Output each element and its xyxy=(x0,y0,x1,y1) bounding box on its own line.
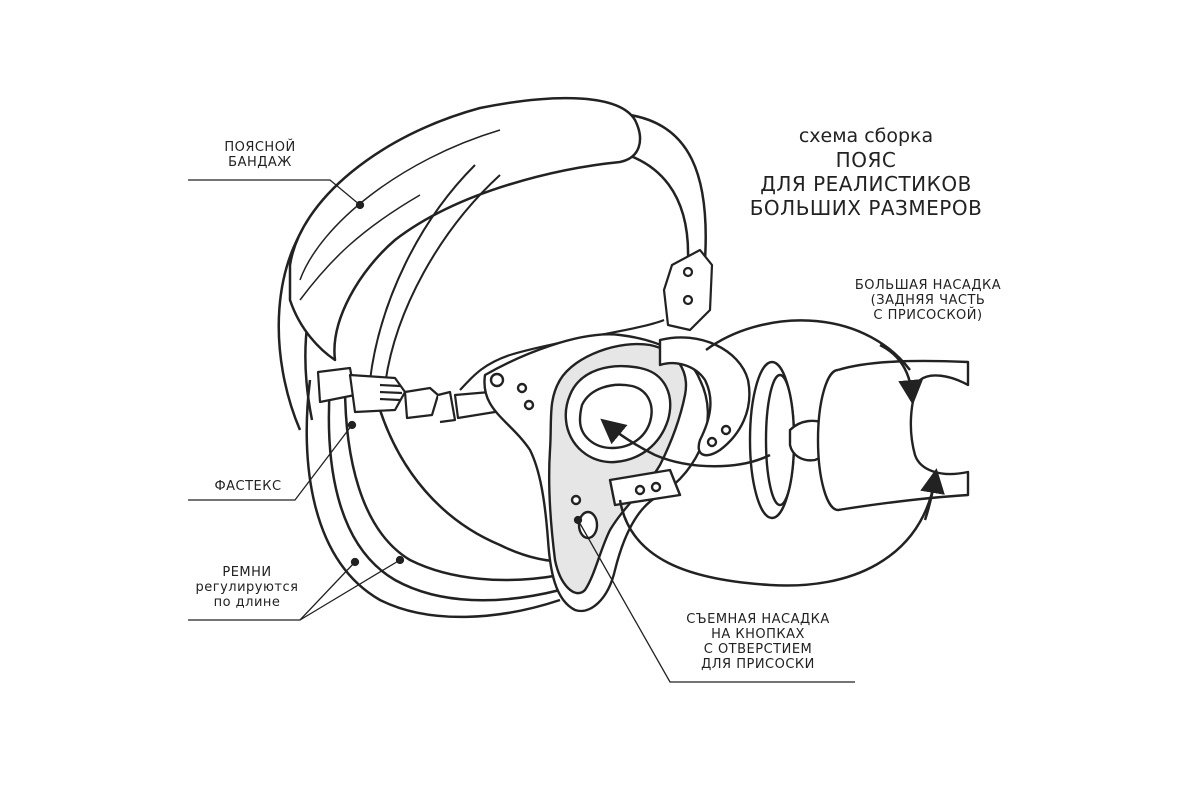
label-straps-line-3: по длине xyxy=(213,595,281,610)
label-removable-attachment: СЪЕМНАЯ НАСАДКА НА КНОПКАХ С ОТВЕРСТИЕМ … xyxy=(658,612,858,672)
label-large-attachment-line-2: (ЗАДНЯЯ ЧАСТЬ xyxy=(870,293,986,308)
label-removable-attachment-line-1: СЪЕМНАЯ НАСАДКА xyxy=(686,612,830,627)
label-fastex: ФАСТЕКС xyxy=(198,479,298,494)
label-large-attachment: БОЛЬШАЯ НАСАДКА (ЗАДНЯЯ ЧАСТЬ С ПРИСОСКО… xyxy=(818,278,1038,323)
diagram-title-line-2: ДЛЯ РЕАЛИСТИКОВ xyxy=(760,172,972,196)
label-straps: РЕМНИ регулируются по длине xyxy=(192,565,302,610)
label-large-attachment-line-3: С ПРИСОСКОЙ) xyxy=(873,308,983,323)
label-removable-attachment-line-2: НА КНОПКАХ xyxy=(711,627,805,642)
label-straps-line-1: РЕМНИ xyxy=(222,565,272,580)
diagram-title-line-1: ПОЯС xyxy=(835,148,897,172)
label-waist-bandage-line-2: БАНДАЖ xyxy=(228,155,292,170)
label-fastex-line-1: ФАСТЕКС xyxy=(214,479,282,494)
diagram-subtitle: схема сборка xyxy=(798,125,934,147)
label-waist-bandage-line-1: ПОЯСНОЙ xyxy=(224,140,296,155)
label-large-attachment-line-1: БОЛЬШАЯ НАСАДКА xyxy=(854,278,1002,293)
label-waist-bandage: ПОЯСНОЙ БАНДАЖ xyxy=(200,140,320,170)
attachment-highlight-circle xyxy=(618,319,937,587)
leg-straps xyxy=(305,379,591,619)
diagram-title: схема сборка ПОЯС ДЛЯ РЕАЛИСТИКОВ БОЛЬШИ… xyxy=(716,124,1016,220)
assembly-arrows xyxy=(600,343,945,521)
leader-lines xyxy=(188,179,855,683)
label-straps-line-2: регулируются xyxy=(195,580,299,595)
diagram-title-line-3: БОЛЬШИХ РАЗМЕРОВ xyxy=(749,196,983,220)
label-removable-attachment-line-4: ДЛЯ ПРИСОСКИ xyxy=(701,657,815,672)
waist-belt xyxy=(277,96,707,431)
label-removable-attachment-line-3: С ОТВЕРСТИЕМ xyxy=(703,642,813,657)
front-plate xyxy=(483,333,709,613)
large-attachment xyxy=(608,336,970,520)
fastex-buckle xyxy=(316,366,497,424)
